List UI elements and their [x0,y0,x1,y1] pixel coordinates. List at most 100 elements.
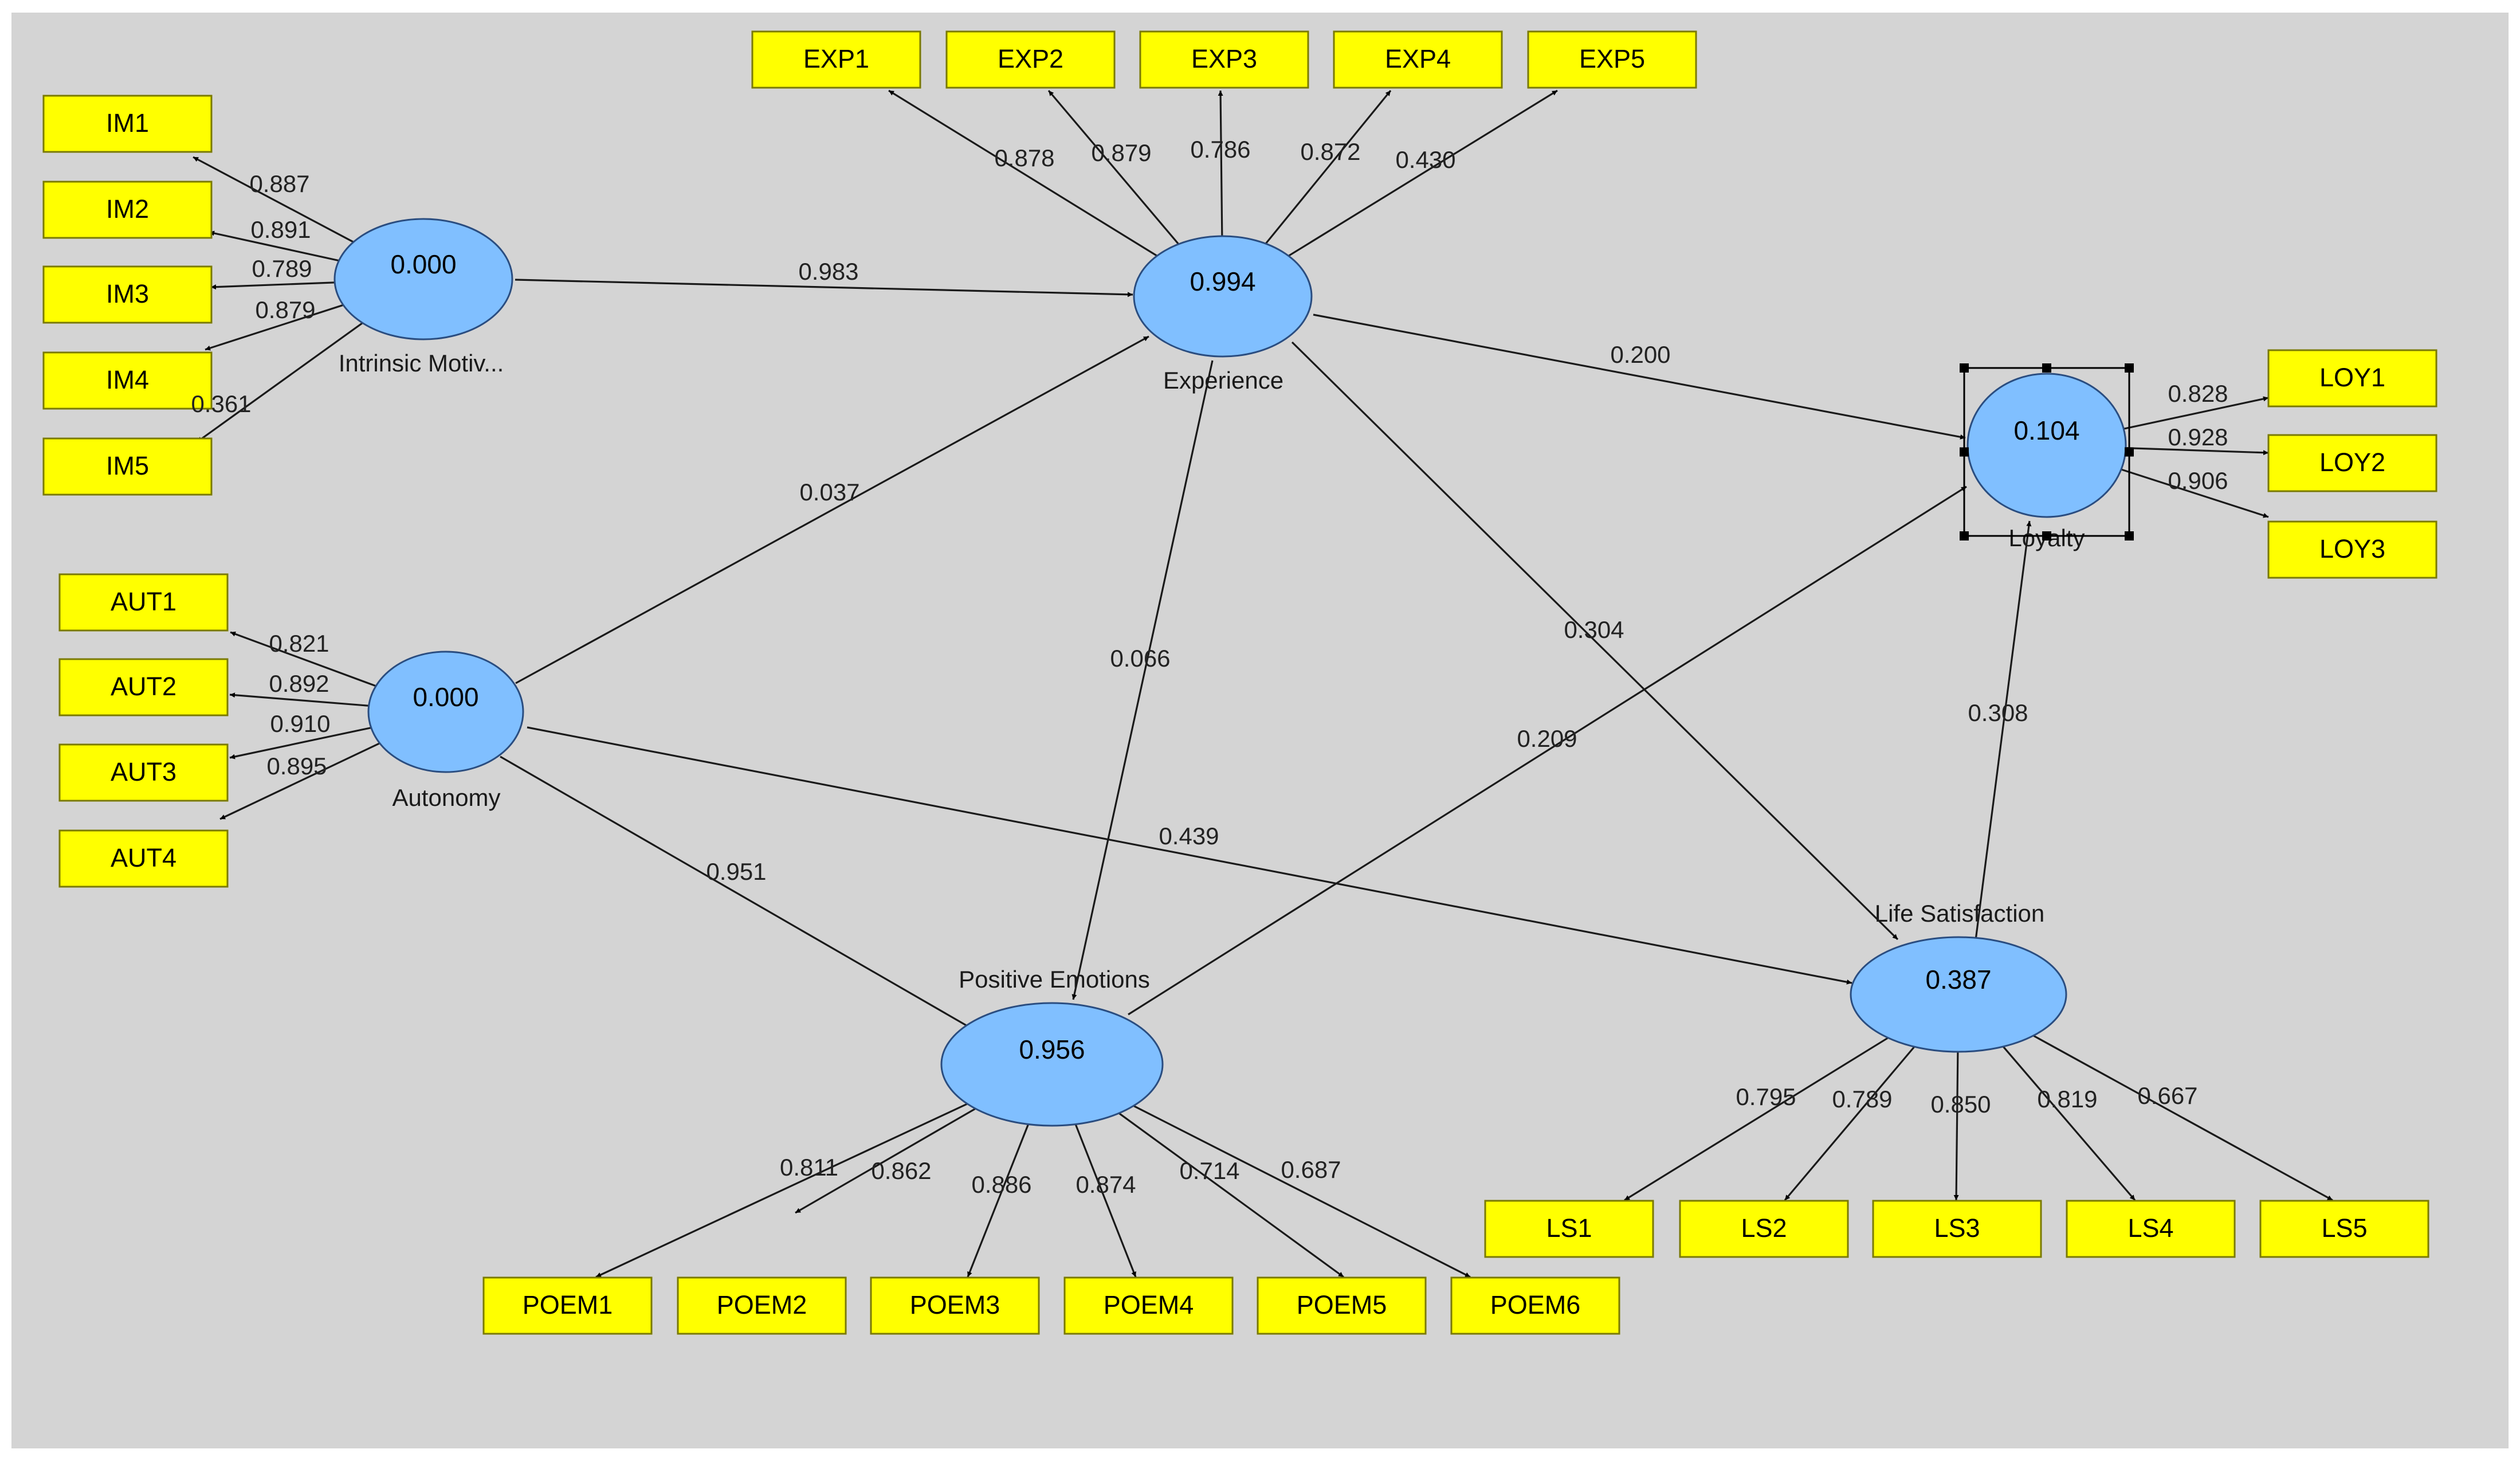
indicator-ls5[interactable]: LS5 [2259,1200,2429,1258]
latent-ellipse[interactable] [1966,373,2127,518]
indicator-box[interactable] [2267,520,2437,579]
indicator-box[interactable] [2267,434,2437,492]
resize-handle[interactable] [2125,447,2134,457]
resize-handle[interactable] [2042,363,2051,373]
loading-arrow-poem3[interactable] [967,1123,1030,1278]
loading-arrow-im4[interactable] [205,304,344,351]
indicator-box[interactable] [1333,30,1503,89]
indicator-box[interactable] [870,1276,1040,1335]
indicator-im4[interactable]: IM4 [42,351,213,410]
resize-handle[interactable] [1960,531,1969,540]
indicator-box[interactable] [945,30,1116,89]
latent-ellipse[interactable] [940,1002,1164,1127]
indicator-box[interactable] [42,265,213,324]
loading-arrow-im1[interactable] [193,156,354,243]
path-arrow-exp-to-poem[interactable] [1071,360,1214,1000]
loading-arrow-poem5[interactable] [1118,1112,1344,1278]
indicator-ls1[interactable]: LS1 [1484,1200,1654,1258]
loading-arrow-exp4[interactable] [1265,89,1392,245]
indicator-box[interactable] [58,829,229,888]
indicator-loy1[interactable]: LOY1 [2267,349,2437,408]
path-arrow-exp-to-loy[interactable] [1313,314,1966,440]
loading-arrow-loy3[interactable] [2121,468,2269,518]
indicator-loy3[interactable]: LOY3 [2267,520,2437,579]
indicator-im2[interactable]: IM2 [42,181,213,239]
indicator-box[interactable] [1527,30,1697,89]
path-arrow-ls-to-loy[interactable] [1975,520,2032,941]
indicator-exp3[interactable]: EXP3 [1139,30,1309,89]
latent-ellipse[interactable] [1850,936,2067,1053]
loading-arrow-poem4[interactable] [1074,1123,1137,1278]
indicator-ls3[interactable]: LS3 [1872,1200,2042,1258]
resize-handle[interactable] [2042,531,2051,540]
indicator-ls4[interactable]: LS4 [2066,1200,2236,1258]
loading-arrow-poem1[interactable] [595,1103,968,1278]
path-arrow-aut-to-ls[interactable] [527,726,1852,985]
indicator-im1[interactable]: IM1 [42,95,213,153]
indicator-poem4[interactable]: POEM4 [1063,1276,1234,1335]
indicator-box[interactable] [58,743,229,802]
indicator-aut2[interactable]: AUT2 [58,658,229,716]
loading-arrow-exp5[interactable] [1288,89,1558,257]
indicator-box[interactable] [1139,30,1309,89]
resize-handle[interactable] [1960,363,1969,373]
indicator-ls2[interactable]: LS2 [1679,1200,1849,1258]
indicator-aut3[interactable]: AUT3 [58,743,229,802]
resize-handle[interactable] [2125,531,2134,540]
loading-arrow-aut2[interactable] [229,692,369,707]
loading-arrow-loy2[interactable] [2125,447,2269,456]
latent-ellipse[interactable] [1133,235,1313,358]
indicator-box[interactable] [1679,1200,1849,1258]
indicator-box[interactable] [58,658,229,716]
indicator-box[interactable] [1063,1276,1234,1335]
resize-handle[interactable] [2125,363,2134,373]
loading-arrow-exp2[interactable] [1047,89,1180,245]
indicator-box[interactable] [2066,1200,2236,1258]
indicator-poem5[interactable]: POEM5 [1257,1276,1427,1335]
indicator-poem1[interactable]: POEM1 [482,1276,653,1335]
indicator-box[interactable] [42,351,213,410]
indicator-loy2[interactable]: LOY2 [2267,434,2437,492]
indicator-poem6[interactable]: POEM6 [1450,1276,1620,1335]
indicator-box[interactable] [2259,1200,2429,1258]
indicator-box[interactable] [58,573,229,632]
indicator-im5[interactable]: IM5 [42,437,213,496]
resize-handle[interactable] [1960,447,1969,457]
indicator-box[interactable] [1872,1200,2042,1258]
indicator-box[interactable] [751,30,921,89]
loading-arrow-exp1[interactable] [888,89,1158,257]
indicator-poem3[interactable]: POEM3 [870,1276,1040,1335]
indicator-exp2[interactable]: EXP2 [945,30,1116,89]
indicator-box[interactable] [2267,349,2437,408]
loading-arrow-aut1[interactable] [230,631,376,687]
indicator-box[interactable] [42,437,213,496]
indicator-box[interactable] [42,181,213,239]
loading-arrow-ls1[interactable] [1624,1037,1889,1201]
selection-frame[interactable] [1960,363,2134,540]
loading-arrow-ls2[interactable] [1784,1046,1915,1201]
loading-arrow-poem6[interactable] [1133,1104,1471,1278]
loading-arrow-exp3[interactable] [1218,90,1223,237]
loading-arrow-loy1[interactable] [2123,396,2269,430]
loading-arrow-im2[interactable] [209,230,339,262]
path-arrow-im-to-exp[interactable] [515,279,1133,297]
loading-arrow-poem2[interactable] [795,1107,976,1214]
indicator-exp4[interactable]: EXP4 [1333,30,1503,89]
path-arrow-aut-to-poem[interactable] [500,755,980,1034]
loading-arrow-im5[interactable] [197,322,363,443]
indicator-box[interactable] [677,1276,847,1335]
indicator-poem2[interactable]: POEM2 [677,1276,847,1335]
indicator-exp1[interactable]: EXP1 [751,30,921,89]
path-arrow-exp-to-ls[interactable] [1291,341,1899,941]
path-arrow-aut-to-exp[interactable] [515,335,1149,684]
indicator-aut4[interactable]: AUT4 [58,829,229,888]
indicator-exp5[interactable]: EXP5 [1527,30,1697,89]
latent-ellipse[interactable] [333,218,513,340]
path-arrow-poem-to-loy[interactable] [1128,485,1967,1016]
